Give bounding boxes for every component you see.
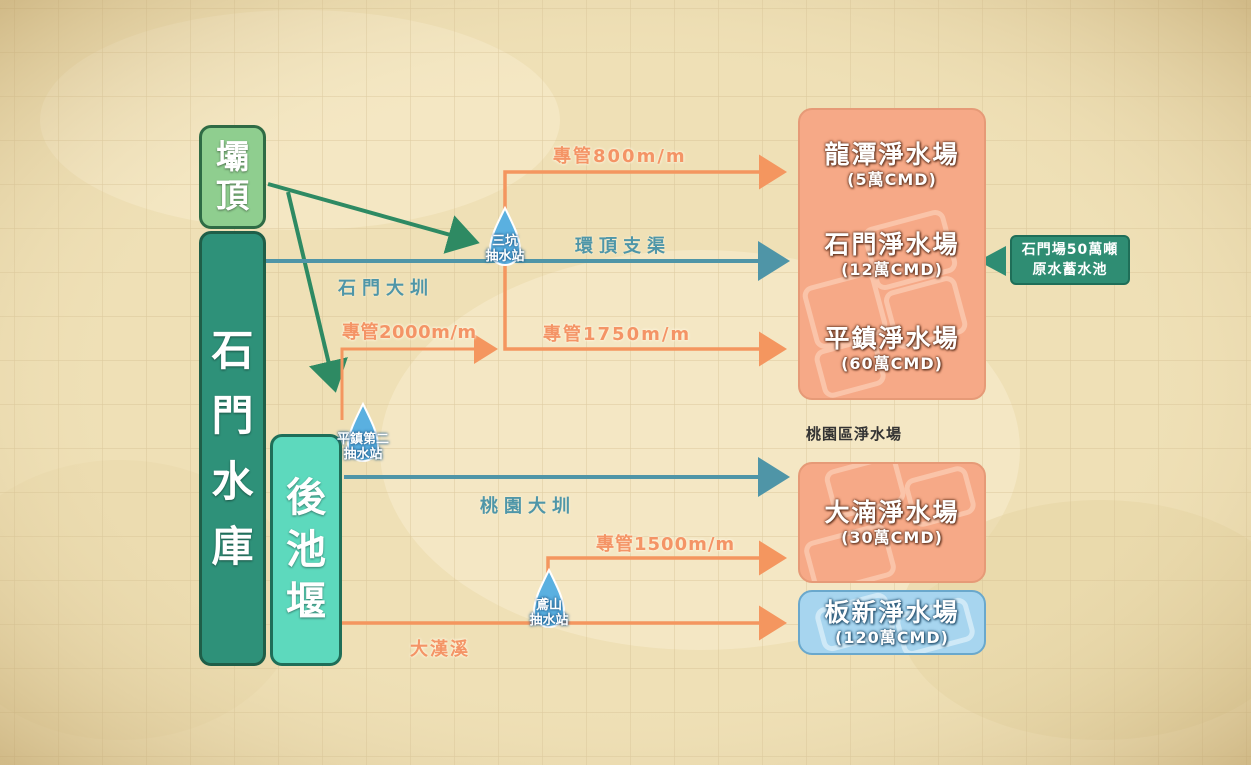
pipe-label-2000: 專管2000m/m <box>342 322 477 343</box>
plant-capacity: (12萬CMD) <box>841 260 943 279</box>
drop-icon <box>532 567 566 628</box>
flow-bating-to-pingzhen <box>286 191 348 393</box>
plant-illustration-icon <box>815 592 975 653</box>
canal-label-shimen: 石門大圳 <box>338 278 434 299</box>
station-line: 抽水站 <box>485 249 525 264</box>
source-char: 堰 <box>286 579 326 625</box>
station-line: 平鎮第二 <box>336 432 389 447</box>
station-line: 三坑 <box>491 234 518 249</box>
plant-longtan: 龍潭淨水場 (5萬CMD) <box>800 140 984 190</box>
source-char: 池 <box>286 527 326 573</box>
pipe-label-800: 專管800m/m <box>553 146 687 167</box>
source-char: 庫 <box>211 521 254 571</box>
plant-name: 石門淨水場 <box>824 230 960 259</box>
plant-capacity: (30萬CMD) <box>841 528 943 547</box>
source-char: 頂 <box>216 176 249 215</box>
source-char: 水 <box>211 456 254 506</box>
plant-pingzhen: 平鎮淨水場 (60萬CMD) <box>800 324 984 374</box>
plant-capacity: (5萬CMD) <box>847 170 937 189</box>
source-char: 壩 <box>216 137 249 177</box>
plant-illustration-icon <box>802 209 968 398</box>
pipe-2000 <box>340 334 498 420</box>
pipe-label-1500: 專管1500m/m <box>596 534 736 555</box>
plant-group-banxin: 板新淨水場 (120萬CMD) <box>798 590 986 655</box>
source-char: 石 <box>211 326 254 376</box>
plant-name: 板新淨水場 <box>824 598 960 627</box>
flow-bating-to-sankeng <box>267 182 480 254</box>
plant-group-dahu: 大湳淨水場 (30萬CMD) <box>798 462 986 583</box>
river-label-dahan: 大漢溪 <box>410 639 470 660</box>
canal-label-huanding: 環頂支渠 <box>575 236 671 257</box>
plant-capacity: (120萬CMD) <box>835 628 949 647</box>
plant-capacity: (60萬CMD) <box>841 354 943 373</box>
source-houchi-weir: 後池堰 <box>270 434 342 666</box>
source-char: 門 <box>211 391 254 441</box>
pipe-1750 <box>503 262 787 367</box>
station-line: 抽水站 <box>529 613 569 628</box>
plant-name: 平鎮淨水場 <box>824 324 960 353</box>
station-yuanshan: 鳶山 抽水站 <box>526 598 572 628</box>
plant-illustration-icon <box>804 464 976 581</box>
plant-shimen: 石門淨水場 (12萬CMD) <box>800 230 984 280</box>
canal-label-taoyuan: 桃園大圳 <box>480 496 576 517</box>
station-pingzhen-2: 平鎮第二 抽水站 <box>330 432 396 462</box>
reservoir-note: 石門場50萬噸 原水蓄水池 <box>1010 235 1130 285</box>
reservoir-note-line: 原水蓄水池 <box>1032 262 1108 278</box>
reservoir-note-line: 石門場50萬噸 <box>1021 242 1119 258</box>
source-shimen-reservoir: 石門水庫 <box>199 231 266 666</box>
plant-group-taoyuan: 龍潭淨水場 (5萬CMD) 石門淨水場 (12萬CMD) 平鎮淨水場 (60萬C… <box>798 108 986 400</box>
pipe-label-1750: 專管1750m/m <box>543 324 692 345</box>
plant-banxin: 板新淨水場 (120萬CMD) <box>800 598 984 648</box>
station-line: 抽水站 <box>343 447 383 462</box>
plant-dahu: 大湳淨水場 (30萬CMD) <box>800 498 984 548</box>
drop-icon <box>488 205 522 266</box>
source-char: 後 <box>286 475 326 521</box>
note-pointer-icon <box>978 246 1006 276</box>
source-bating: 壩頂 <box>199 125 266 229</box>
region-label: 桃園區淨水場 <box>806 425 903 443</box>
plant-name: 龍潭淨水場 <box>824 140 960 169</box>
drop-icon <box>346 401 380 462</box>
plant-name: 大湳淨水場 <box>824 498 960 527</box>
station-line: 鳶山 <box>535 598 562 613</box>
station-sankeng: 三坑 抽水站 <box>482 234 528 264</box>
